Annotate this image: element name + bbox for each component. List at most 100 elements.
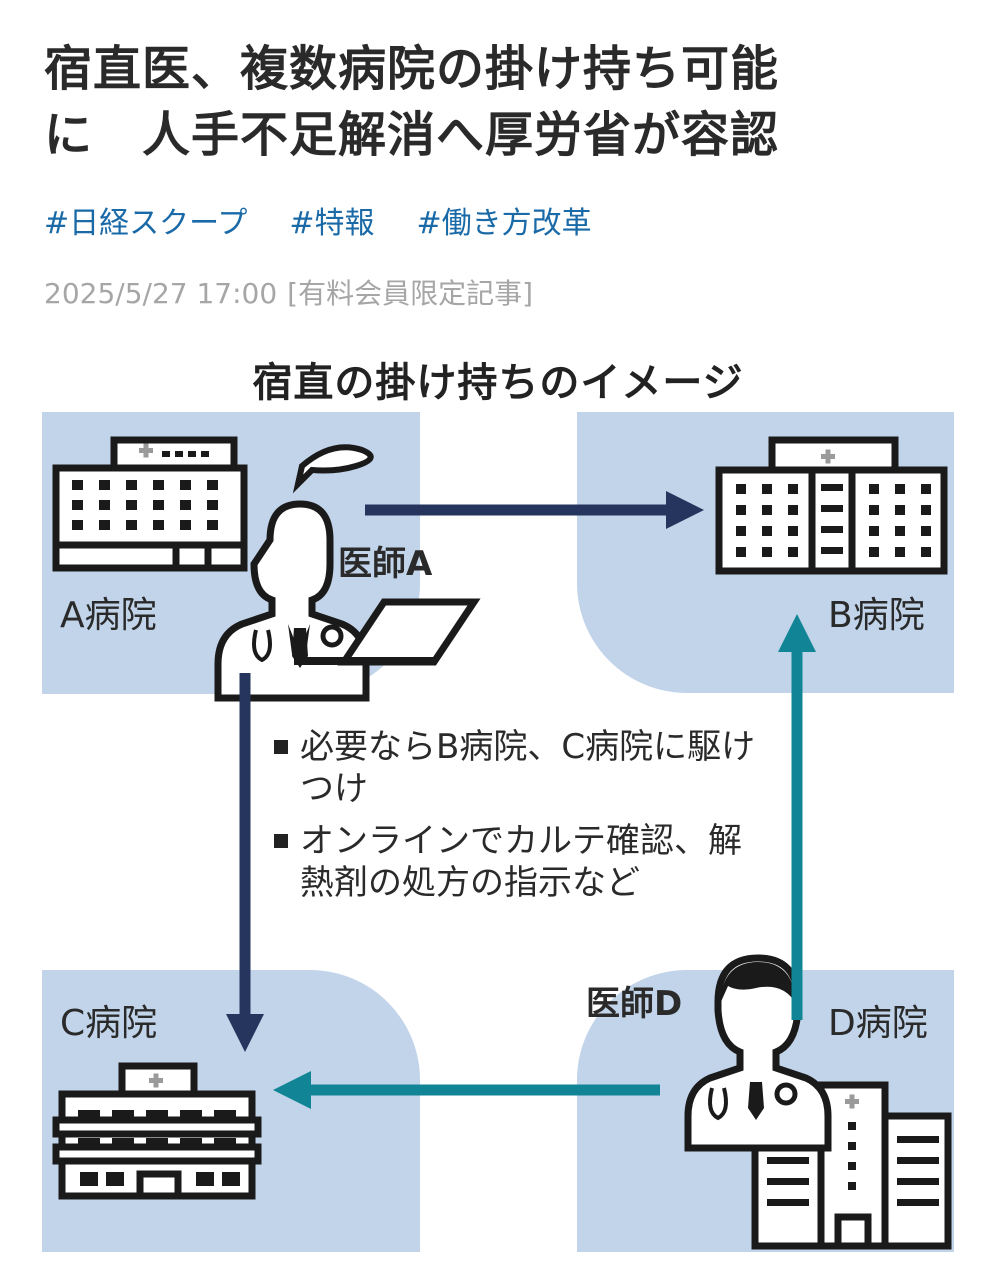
window-mark xyxy=(99,520,110,530)
window-mark xyxy=(869,505,879,515)
diagram-figure: 宿直の掛け持ちのイメージ xyxy=(42,340,954,1254)
window-mark xyxy=(175,451,183,457)
window-mark xyxy=(821,505,843,512)
window-mark xyxy=(921,505,931,515)
window-mark xyxy=(788,505,798,515)
headline-line-1: 宿直医、複数病院の掛け持ち可能 xyxy=(44,41,780,97)
arrow-doctor-a-to-hospital-b xyxy=(365,491,704,529)
window-mark xyxy=(214,1110,236,1118)
publish-date: 2025/5/27 17:00 xyxy=(44,277,278,310)
window-mark xyxy=(762,484,772,494)
window-mark xyxy=(126,520,137,530)
window-mark xyxy=(921,547,931,557)
window-mark xyxy=(146,1110,168,1118)
window-mark xyxy=(72,500,83,510)
window-mark xyxy=(196,1172,214,1186)
window-mark xyxy=(821,484,843,491)
access-label: [有料会員限定記事] xyxy=(287,277,534,310)
note-item: 必要ならB病院、C病院に駆けつけ xyxy=(274,726,774,810)
window-mark xyxy=(153,500,164,510)
window-mark xyxy=(788,547,798,557)
window-mark xyxy=(869,526,879,536)
window-mark xyxy=(72,480,83,490)
window-mark xyxy=(78,1110,100,1118)
window-mark xyxy=(897,1157,939,1164)
window-mark xyxy=(736,526,746,536)
window-mark xyxy=(921,484,931,494)
bullet-square-icon xyxy=(274,740,288,754)
window-mark xyxy=(207,500,218,510)
hospital-c-cross-icon xyxy=(149,1073,163,1088)
window-mark xyxy=(762,526,772,536)
window-mark xyxy=(112,1110,134,1118)
window-mark xyxy=(848,1142,856,1150)
tag-nikkei-scoop[interactable]: #日経スクープ xyxy=(44,206,248,241)
window-mark xyxy=(106,1172,124,1186)
tag-list: #日経スクープ #特報 #働き方改革 xyxy=(44,198,592,242)
article-meta: 2025/5/27 17:00 [有料会員限定記事] xyxy=(44,272,533,312)
window-mark xyxy=(821,547,843,554)
tag-special-report[interactable]: #特報 xyxy=(289,206,375,241)
window-mark xyxy=(788,484,798,494)
arrow-doctor-d-to-hospital-c xyxy=(273,1071,660,1109)
window-mark xyxy=(112,1138,134,1146)
window-mark xyxy=(180,1110,202,1118)
window-mark xyxy=(99,480,110,490)
window-mark xyxy=(201,451,209,457)
label-doctor-d: 医師D xyxy=(586,984,683,1024)
window-mark xyxy=(767,1199,809,1206)
window-mark xyxy=(821,526,843,533)
window-mark xyxy=(80,1172,98,1186)
window-mark xyxy=(788,526,798,536)
tag-work-style-reform[interactable]: #働き方改革 xyxy=(416,206,592,241)
window-mark xyxy=(869,547,879,557)
label-doctor-a: 医師A xyxy=(338,544,433,584)
label-hospital-a: A病院 xyxy=(60,595,157,636)
window-mark xyxy=(921,526,931,536)
window-mark xyxy=(214,1138,236,1146)
article-headline: 宿直医、複数病院の掛け持ち可能 に 人手不足解消へ厚労省が容認 xyxy=(44,36,944,168)
speech-bubble-icon xyxy=(292,444,374,494)
window-mark xyxy=(895,505,905,515)
window-mark xyxy=(180,500,191,510)
note-text: オンラインでカルテ確認、解熱剤の処方の指示など xyxy=(300,821,742,903)
label-hospital-d: D病院 xyxy=(828,1003,928,1044)
window-mark xyxy=(895,484,905,494)
window-mark xyxy=(762,505,772,515)
note-item: オンラインでカルテ確認、解熱剤の処方の指示など xyxy=(274,820,774,904)
window-mark xyxy=(207,480,218,490)
window-mark xyxy=(895,526,905,536)
window-mark xyxy=(188,451,196,457)
window-mark xyxy=(897,1199,939,1206)
window-mark xyxy=(180,1138,202,1146)
arrow-doctor-a-to-hospital-c xyxy=(226,673,264,1052)
hospital-b-cross-icon xyxy=(821,449,835,464)
window-mark xyxy=(180,520,191,530)
window-mark xyxy=(153,520,164,530)
window-mark xyxy=(72,520,83,530)
window-mark xyxy=(126,500,137,510)
headline-line-2: に 人手不足解消へ厚労省が容認 xyxy=(44,107,780,163)
window-mark xyxy=(180,480,191,490)
window-mark xyxy=(736,505,746,515)
doctor-d-icon xyxy=(684,954,832,1152)
window-mark xyxy=(78,1138,100,1146)
window-mark xyxy=(222,1172,240,1186)
hospital-d-cross-icon xyxy=(845,1094,859,1109)
window-mark xyxy=(869,484,879,494)
window-mark xyxy=(767,1178,809,1185)
window-mark xyxy=(99,500,110,510)
label-hospital-b: B病院 xyxy=(828,595,925,636)
hospital-a-cross-icon xyxy=(139,443,153,458)
window-mark xyxy=(848,1182,856,1190)
notes-list: 必要ならB病院、C病院に駆けつけ オンラインでカルテ確認、解熱剤の処方の指示など xyxy=(274,726,774,914)
window-mark xyxy=(736,547,746,557)
window-mark xyxy=(153,480,164,490)
figure-title: 宿直の掛け持ちのイメージ xyxy=(252,360,744,406)
arrow-doctor-d-to-hospital-b xyxy=(778,614,816,1020)
window-mark xyxy=(848,1122,856,1130)
window-mark xyxy=(762,547,772,557)
diagram-graphics xyxy=(52,436,952,1250)
window-mark xyxy=(736,484,746,494)
window-mark xyxy=(897,1178,939,1185)
